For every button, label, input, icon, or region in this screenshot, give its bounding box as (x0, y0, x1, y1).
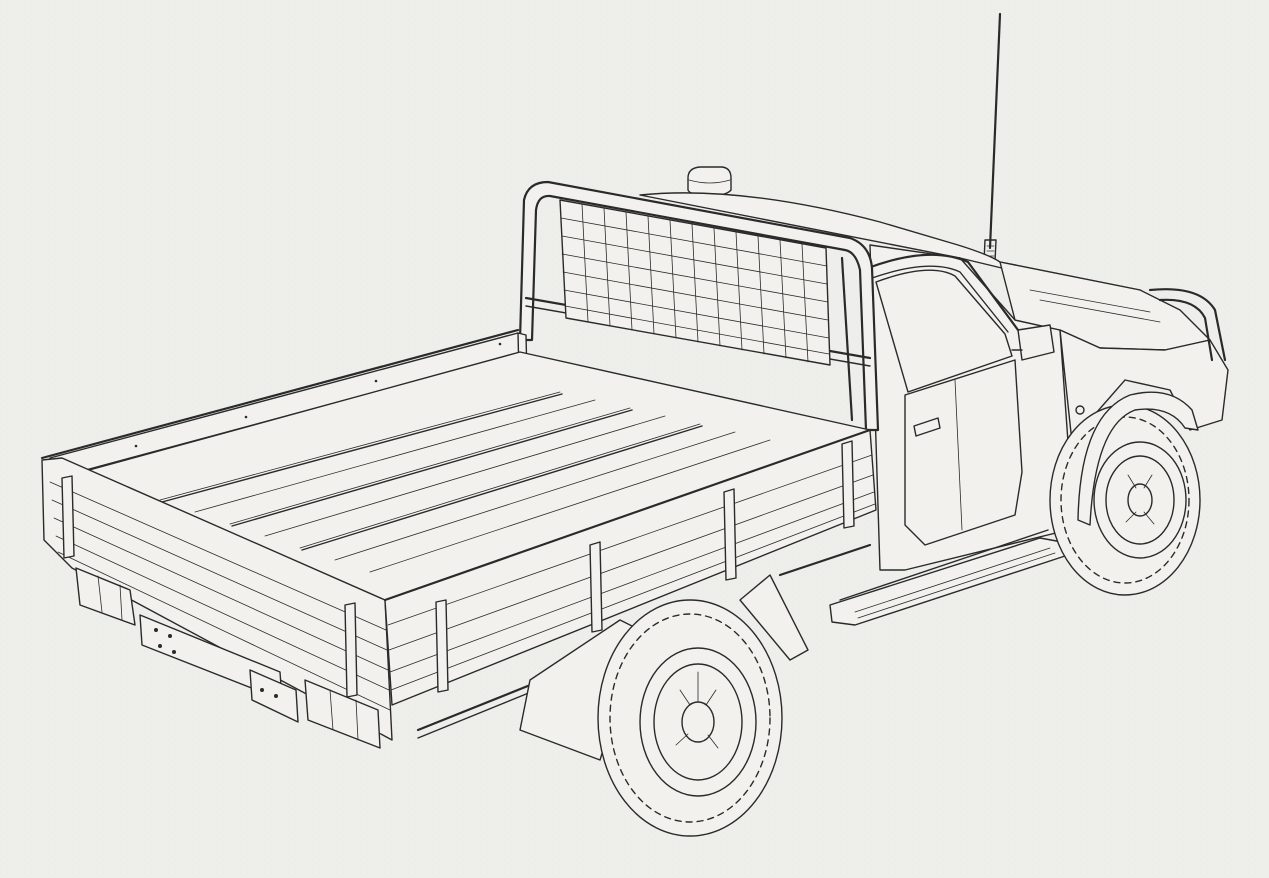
truck-cab (639, 192, 1229, 626)
rear-wheel (597, 599, 783, 837)
front-wheel (1049, 404, 1201, 596)
tail-lights (75, 567, 381, 749)
roof-beacon-light (687, 166, 732, 197)
flatbed-tray (40, 328, 877, 761)
tray-floor-planks (159, 391, 771, 573)
dropside-latches (61, 440, 855, 698)
headboard-mesh (559, 199, 831, 366)
front-fender-flare (1077, 391, 1199, 526)
